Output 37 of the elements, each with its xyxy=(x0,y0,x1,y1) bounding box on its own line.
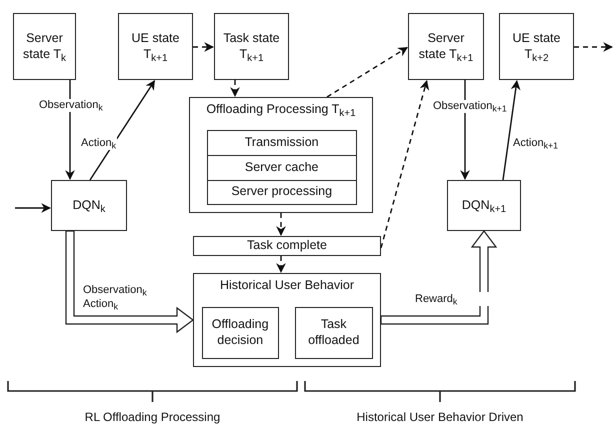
process-container xyxy=(193,273,381,367)
hollow-arrow xyxy=(380,230,498,325)
table-row: Server cache xyxy=(206,154,357,180)
process-container xyxy=(189,97,373,213)
edge-label: Observation$_{k+1}$ xyxy=(432,100,508,114)
dashed-arrow xyxy=(380,80,430,248)
agent-box: DQN$_{k+1}$ xyxy=(447,180,521,231)
dashed-arrow xyxy=(230,80,240,97)
dashed-arrow xyxy=(276,213,286,236)
process-box: Task complete xyxy=(193,236,381,256)
table-row: Transmission xyxy=(206,130,357,155)
arrow xyxy=(89,80,156,180)
arrow xyxy=(460,80,470,180)
group-title: Offloading Processing T$_{k+1}$ xyxy=(205,102,357,118)
dashed-arrow xyxy=(276,256,286,273)
table-row: Server processing xyxy=(206,180,357,205)
group-title: Historical User Behavior xyxy=(218,278,356,294)
dashed-arrow xyxy=(326,46,408,98)
state-box: UE state T$_{k+1}$ xyxy=(118,13,193,80)
agent-box: DQN$_{k}$ xyxy=(51,180,127,231)
arrow xyxy=(65,80,75,180)
edge-label: Observation$_{k}$ xyxy=(38,99,104,112)
dashed-arrow xyxy=(574,42,613,52)
arrow xyxy=(502,80,520,180)
process-box: Task offloaded xyxy=(294,306,373,359)
dashed-arrow xyxy=(193,42,214,52)
arrow xyxy=(15,203,51,213)
section-label: RL Offloading Processing xyxy=(84,410,220,424)
section-label: Historical User Behavior Driven xyxy=(356,410,524,424)
state-box: UE state T$_{k+2}$ xyxy=(499,13,574,80)
edge-label: Action$_{k}$ xyxy=(80,137,117,150)
state-box: Server state T$_{k}$ xyxy=(13,13,76,80)
state-box: Task state T$_{k+1}$ xyxy=(214,13,289,80)
process-box: Offloading decision xyxy=(202,306,279,359)
edge-label: Action$_{k+1}$ xyxy=(512,137,560,150)
hollow-arrow xyxy=(65,230,194,334)
state-box: Server state T$_{k+1}$ xyxy=(408,13,484,80)
